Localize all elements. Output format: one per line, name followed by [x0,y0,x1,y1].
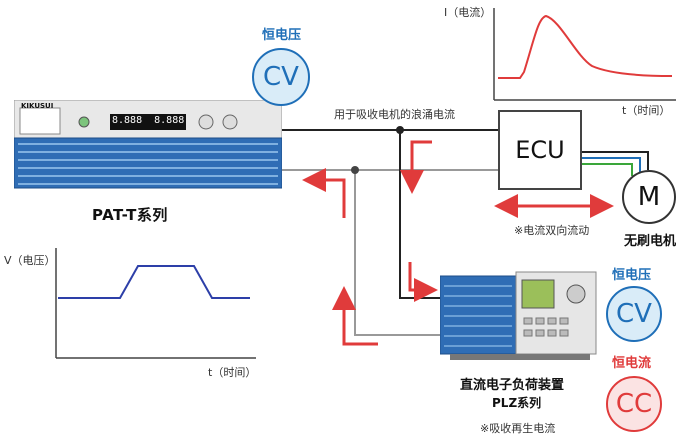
junction-negative [351,166,359,174]
cc-right-caption: 恒电流 [612,356,652,371]
cv-top-badge: CV [252,48,310,106]
current-xlabel: t（时间） [622,104,671,117]
cv-right-text: CV [616,299,652,329]
pat-t-brand: KIKUSUI [21,102,54,110]
plz-negative-wire [354,170,440,336]
absorb-surge-label: 用于吸收电机的浪涌电流 [334,108,455,121]
pat-t-power-supply: KIKUSUI 8.888 8.888 [13,99,283,190]
voltage-ylabel: V（电压） [4,254,56,267]
voltage-graph [55,248,256,359]
pat-t-display: 8.888 8.888 [112,115,185,126]
bidirectional-note: ※电流双向流动 [514,224,590,237]
plz-device-graphic [439,271,597,360]
plz-series: PLZ系列 [492,396,542,410]
voltage-xlabel: t（时间） [208,366,257,379]
current-ylabel: I（电流） [444,6,492,19]
motor-symbol: M [622,170,676,224]
arrow-return-2 [302,168,346,218]
arrow-to-plz-1 [400,140,432,194]
motor-letter: M [637,182,661,212]
cv-top-caption: 恒电压 [262,28,302,43]
current-graph [493,8,676,101]
cc-right-badge: CC [606,376,662,432]
arrow-return-1 [332,286,378,346]
plz-positive-wire [399,130,440,299]
arrow-to-plz-2 [408,262,438,302]
motor-wire-green [580,163,633,176]
pat-t-title: PAT-T系列 [92,206,168,224]
cv-top-text: CV [263,62,299,92]
voltage-curve [58,265,250,299]
cv-right-caption: 恒电压 [612,268,652,283]
ecu-label: ECU [515,136,565,164]
plz-name: 直流电子负荷装置 [460,378,565,393]
motor-wire-black [580,151,649,170]
pat-t-device-graphic [13,99,283,189]
motor-wire-blue [580,157,641,172]
motor-name: 无刷电机 [624,234,677,249]
cc-right-text: CC [615,389,653,419]
cv-right-badge: CV [606,286,662,342]
plz-note: ※吸收再生电流 [480,422,556,435]
ecu-box: ECU [498,110,582,190]
junction-positive [396,126,404,134]
current-curve [498,14,673,79]
plz-electronic-load [439,268,600,362]
